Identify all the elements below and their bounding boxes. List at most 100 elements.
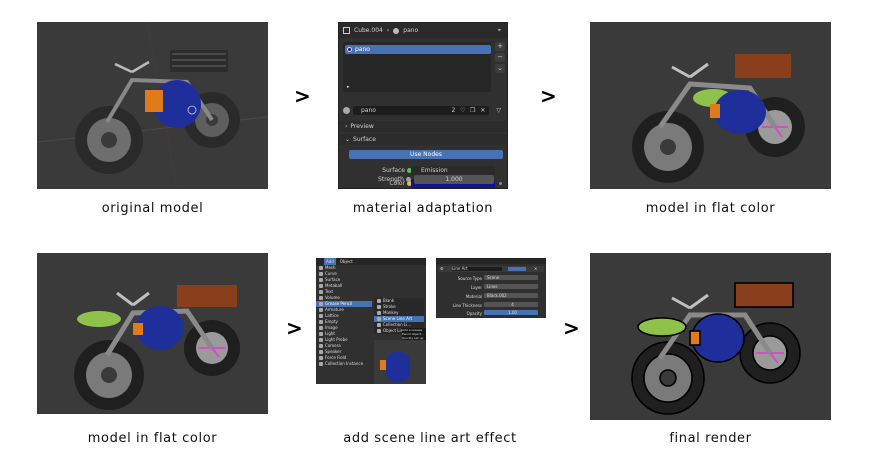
- material-name-field[interactable]: pano 2 ♡ ❐ ✕: [353, 106, 489, 115]
- material-selector-row: pano 2 ♡ ❐ ✕ ▽: [339, 104, 507, 117]
- curve-icon: [319, 272, 323, 276]
- submenu-item-label: Collection Li...: [383, 322, 411, 327]
- arrow-1: >: [294, 86, 311, 106]
- grease-pencil-icon: [319, 302, 323, 306]
- arrow-2: >: [540, 86, 557, 106]
- strength-row: Strength 1.000: [338, 175, 508, 184]
- material-slot[interactable]: pano: [345, 45, 491, 54]
- submenu-item-label: Scene Line Art: [383, 316, 412, 321]
- monkey-icon: [377, 311, 381, 315]
- surface-icon: [319, 278, 323, 282]
- opacity-field[interactable]: 1.00: [484, 310, 538, 315]
- orange-part-fragment: [380, 360, 386, 370]
- preview-section-header[interactable]: › Preview: [339, 121, 507, 132]
- layer-row: LayerLines: [436, 284, 546, 290]
- unlink-icon[interactable]: ✕: [480, 107, 485, 114]
- armature-icon: [319, 308, 323, 312]
- surface-shader-field[interactable]: Emission: [411, 166, 495, 175]
- text-icon: [319, 290, 323, 294]
- add-slot-button[interactable]: +: [495, 42, 505, 51]
- expand-icon[interactable]: ▸: [347, 84, 350, 90]
- submenu-item-label: Stroke: [383, 304, 396, 309]
- cube-icon: [343, 27, 350, 34]
- preview-label: Preview: [350, 123, 373, 130]
- material-sphere-icon: [393, 28, 399, 34]
- duplicate-icon[interactable]: ❐: [470, 107, 475, 114]
- mesh-icon: [319, 266, 323, 270]
- fake-user-icon[interactable]: ♡: [460, 107, 465, 114]
- material-header: Cube.004 › pano ⌖: [339, 23, 507, 38]
- menu-item-label: Speaker: [325, 349, 341, 354]
- slot-label: pano: [355, 46, 370, 53]
- surface-label: Surface: [382, 167, 405, 174]
- modifier-title-row: ⚙ Line Art ✕: [438, 266, 544, 272]
- submenu-item-label: Monkey: [383, 310, 398, 315]
- material-field[interactable]: Black.002: [484, 293, 538, 298]
- menu-item-label: Lattice: [325, 313, 339, 318]
- empty-icon: [319, 320, 323, 324]
- material-slot-list[interactable]: pano ▸: [343, 42, 491, 92]
- remove-slot-button[interactable]: −: [495, 53, 505, 62]
- surface-section-label: Surface: [353, 136, 376, 143]
- object-line-art-icon: [377, 329, 381, 333]
- menu-item-label: Camera: [325, 343, 341, 348]
- chevron-right-icon: ›: [345, 123, 347, 130]
- stroke-icon: [377, 305, 381, 309]
- menu-header-add[interactable]: Add: [324, 258, 336, 265]
- original-model-image: [37, 22, 268, 189]
- menu-item-label: Light Probe: [325, 337, 348, 342]
- caption-original-model: original model: [37, 201, 268, 216]
- lattice-icon: [319, 314, 323, 318]
- pin-icon[interactable]: ⌖: [498, 27, 501, 35]
- opacity-row: Opacity1.00: [436, 310, 546, 316]
- material-name: pano: [403, 27, 418, 34]
- socket-icon: [406, 177, 411, 182]
- motorcycle-flat-illustration-2: [37, 253, 268, 414]
- menu-item-label: Volume: [325, 295, 340, 300]
- motorcycle-final-render-illustration: [590, 253, 831, 420]
- collection-icon: [319, 362, 323, 366]
- user-count: 2: [452, 107, 456, 114]
- menu-header-object[interactable]: Object: [340, 258, 353, 265]
- blender-material-panel: Cube.004 › pano ⌖ pano ▸ + − ⌄ pano 2 ♡ …: [338, 22, 508, 189]
- menu-item-label: Empty: [325, 319, 338, 324]
- menu-item[interactable]: Collection Instance: [316, 361, 372, 367]
- blue-tank-fragment: [386, 352, 410, 382]
- node-link-icon[interactable]: ▽: [496, 107, 501, 114]
- close-icon[interactable]: ✕: [534, 266, 537, 271]
- modifier-toggle-icons[interactable]: [508, 267, 526, 271]
- menu-header: Add Object: [316, 258, 426, 265]
- viewport-preview: [374, 340, 426, 384]
- chevron-right-icon: ›: [387, 27, 389, 34]
- tooltip: Add a Grease Pencil object... Quickly se…: [402, 328, 426, 340]
- menu-item-label: Surface: [325, 277, 340, 282]
- surface-section-header[interactable]: ⌄ Surface: [339, 134, 507, 145]
- collection-line-art-icon: [377, 323, 381, 327]
- row-label: Line Thickness: [453, 303, 482, 308]
- material-browse-icon[interactable]: [343, 107, 350, 114]
- arrow-4: >: [563, 318, 580, 338]
- material-name-value: pano: [361, 107, 376, 114]
- line-thickness-field[interactable]: 4: [484, 302, 538, 307]
- layer-field[interactable]: Lines: [484, 284, 538, 289]
- menu-item-label: Grease Pencil: [325, 301, 352, 306]
- menu-item-label: Curve: [325, 271, 337, 276]
- source-type-field[interactable]: Scene: [484, 275, 538, 280]
- add-object-menu: Add Object Mesh Curve Surface Metaball T…: [316, 258, 426, 384]
- speaker-icon: [319, 350, 323, 354]
- caption-final-render: final render: [590, 431, 831, 446]
- modifier-title[interactable]: Line Art: [452, 267, 502, 271]
- strength-label: Strength: [378, 176, 404, 183]
- slot-menu-button[interactable]: ⌄: [495, 64, 505, 73]
- force-field-icon: [319, 356, 323, 360]
- menu-item-label: Mesh: [325, 265, 336, 270]
- menu-items: Mesh Curve Surface Metaball Text Volume …: [316, 265, 372, 367]
- strength-field[interactable]: 1.000: [414, 175, 494, 184]
- material-color-icon: [347, 47, 352, 52]
- use-nodes-button[interactable]: Use Nodes: [349, 150, 503, 159]
- row-label: Opacity: [467, 311, 482, 316]
- caption-flat-color-2: model in flat color: [37, 431, 268, 446]
- wrench-icon: ⚙: [440, 266, 444, 271]
